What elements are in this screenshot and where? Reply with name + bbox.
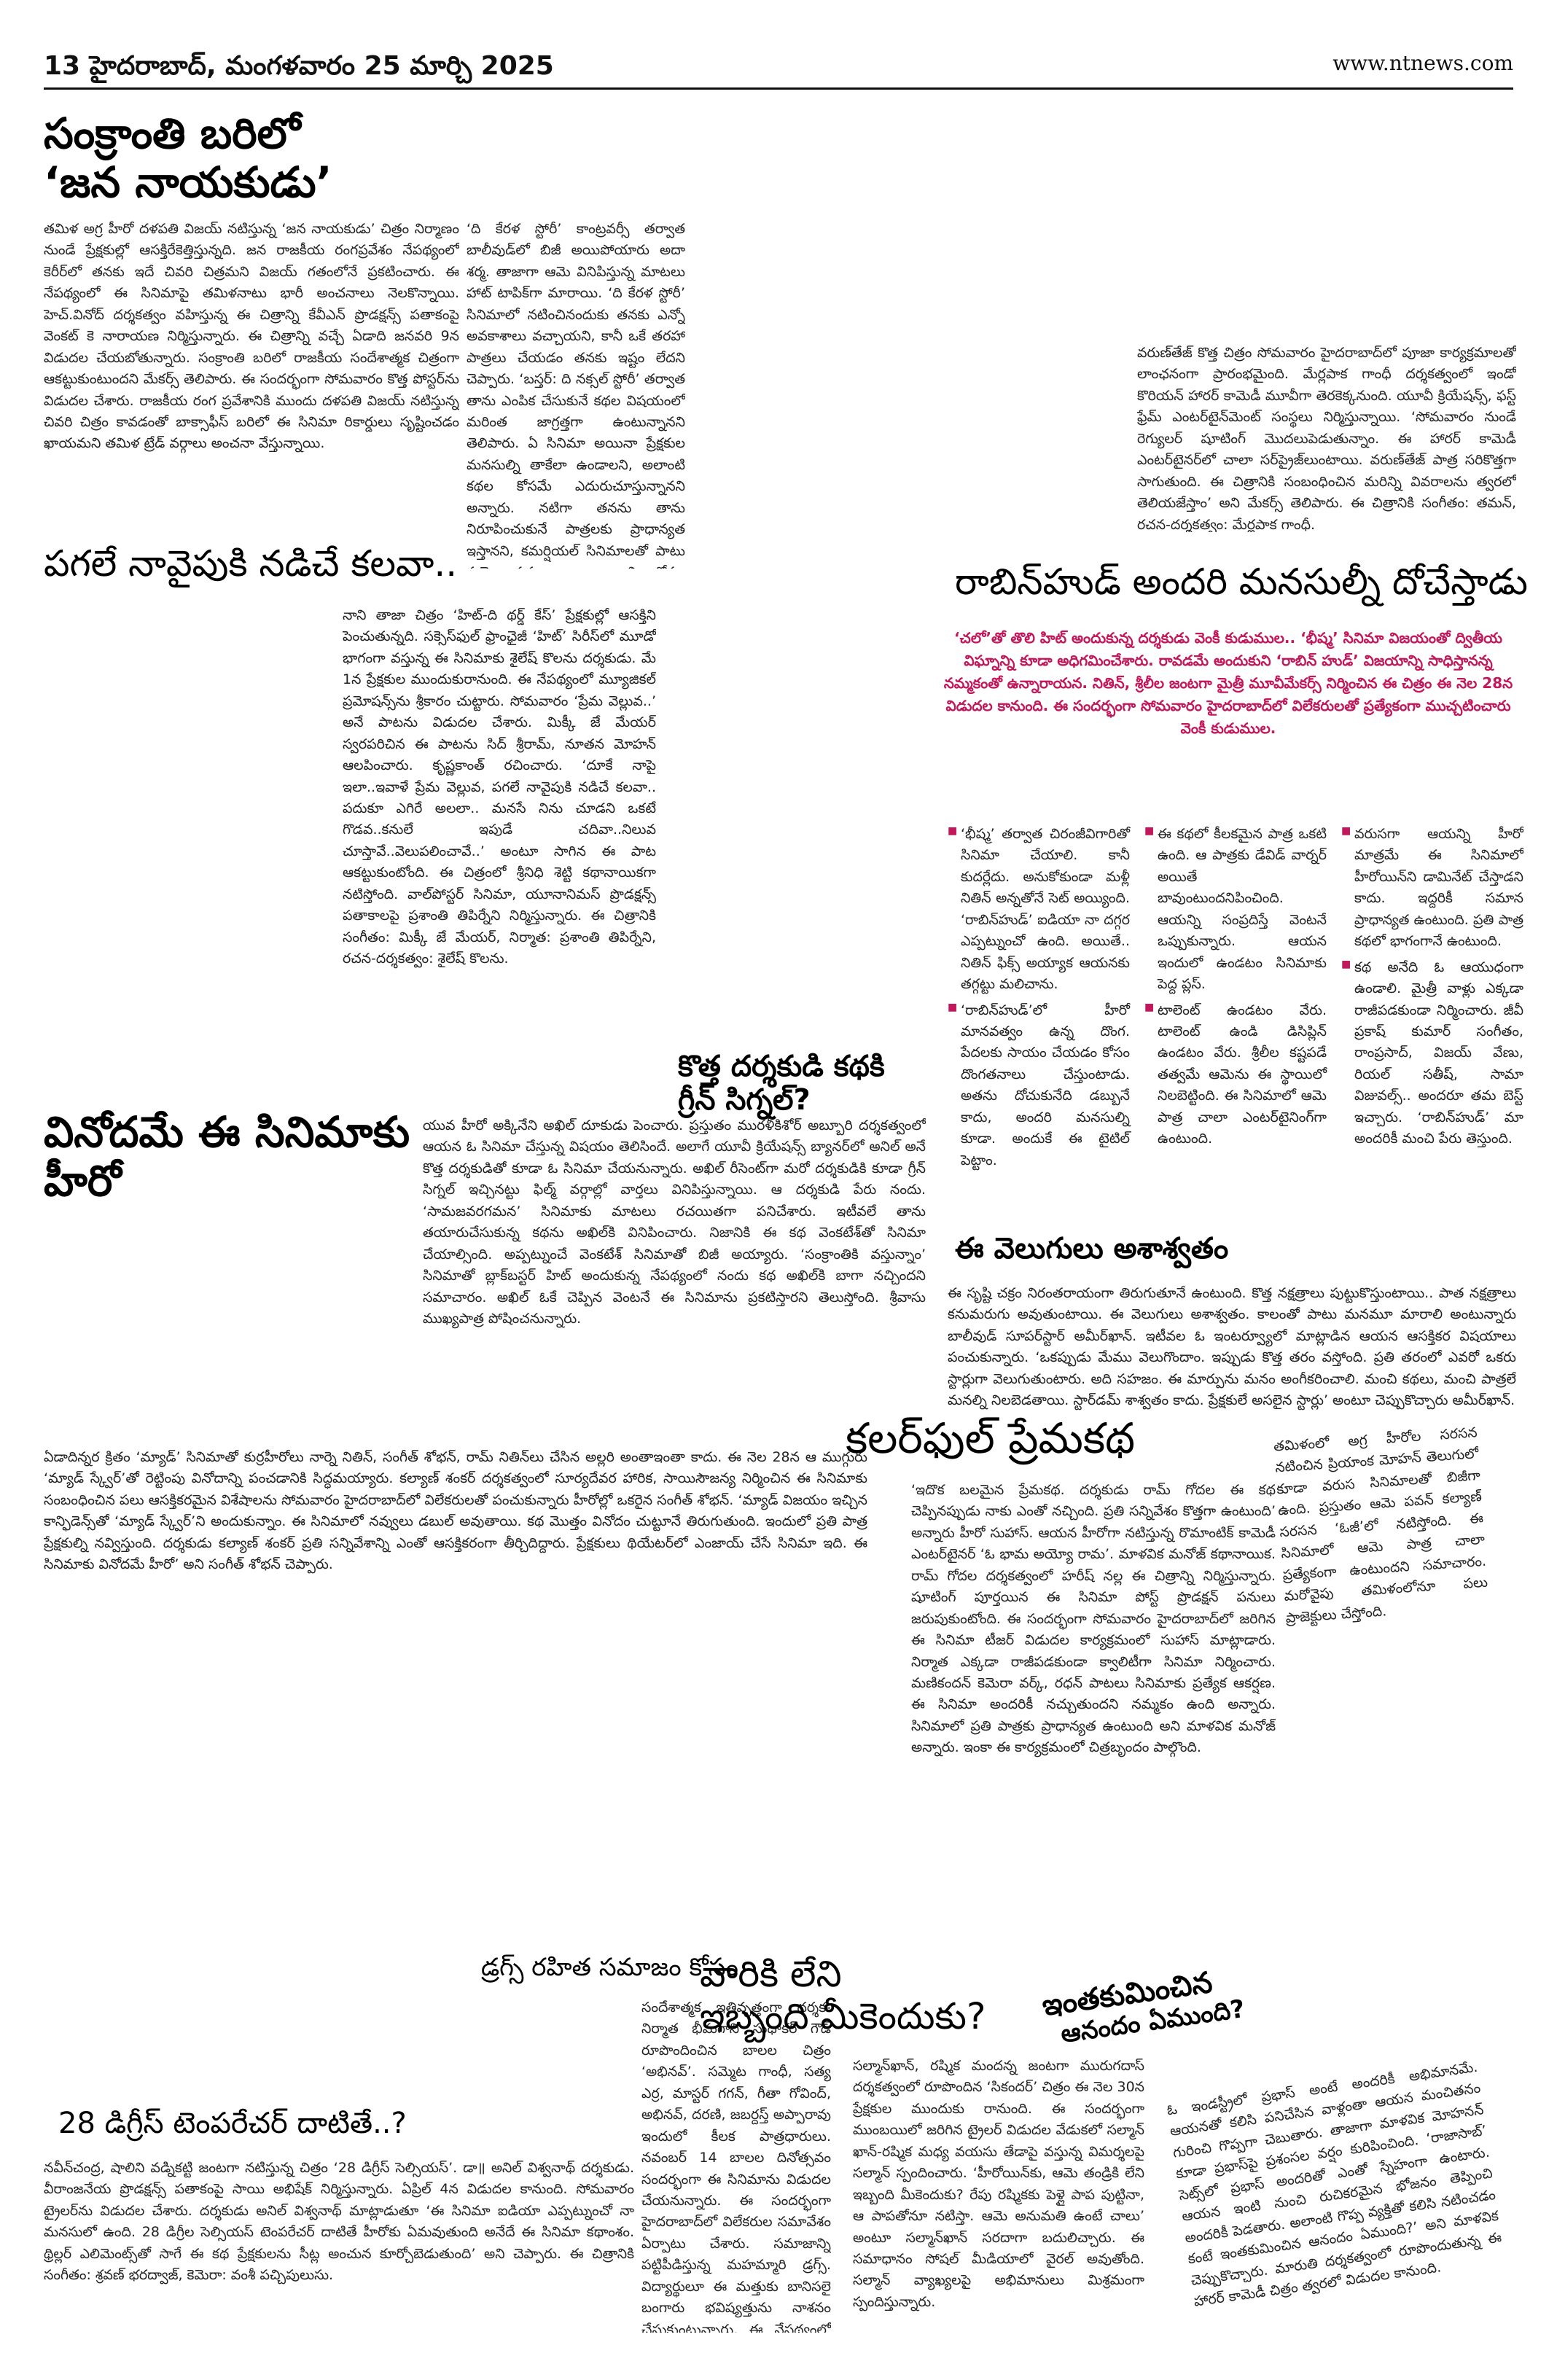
sankranti-headline: సంక్రాంతి బరిలో ‘జన నాయకుడు’: [44, 109, 332, 207]
pagale-headline: పగలే నావైపుకి నడిచే కలవా..: [44, 542, 458, 585]
horror-body: వరుణ్‌తేజ్ కొత్త చిత్రం సోమవారం హైదరాబాద…: [1137, 345, 1516, 532]
header-rule: [44, 87, 1513, 90]
pagale-body: నాని తాజా చిత్రం ‘హిట్-ది థర్డ్ కేస్’ ప్…: [343, 607, 656, 967]
robinhood-point: ‘రాబిన్‌హుడ్’లో హీరో మానవత్వం ఉన్న దొంగ.…: [948, 1000, 1130, 1172]
rotated-side-body: తమిళంలో అగ్ర హీరోల సరసన నటించిన ప్రియాంక…: [1273, 1424, 1488, 1626]
robinhood-headline: రాబిన్‌హుడ్ అందరి మనసుల్నీ దోచేస్తాడు: [955, 561, 1528, 603]
robinhood-intro: ‘చలో’తో తొలి హిట్ అందుకున్న దర్శకుడు వెం…: [943, 629, 1513, 737]
kerala-story-body: ‘ది కేరళ స్టోరీ’ కాంట్రవర్సీ తర్వాత బాలీ…: [467, 221, 685, 569]
colorful-headline: కలర్‌ఫుల్ ప్రేమకథ: [846, 1413, 1136, 1463]
velugulu-body: ఈ సృష్టి చక్రం నిరంతరాయంగా తిరుగుతూనే ఉం…: [948, 1285, 1516, 1409]
robinhood-point: ‘భీష్మ’ తర్వాత చిరంజీవిగారితో సినిమా చేయ…: [948, 824, 1130, 996]
kottha-headline: కొత్త దర్శకుడి కథకి గ్రీన్ సిగ్నల్?: [678, 1050, 885, 1117]
degrees28-headline: 28 డిగ్రీస్ టెంపరేచర్ దాటితే..?: [58, 2107, 407, 2140]
robinhood-point: వరుసగా ఆయన్ని హీరో మాత్రమే ఈ సినిమాలో హీ…: [1341, 824, 1523, 953]
vinodame-body: ఏడాదిన్నర క్రితం ‘మ్యాడ్’ సినిమాతో కుర్ర…: [44, 1449, 867, 1573]
vaariki-body: సల్మాన్‌ఖాన్, రష్మిక మందన్న జంటగా మురుగద…: [853, 2058, 1144, 2310]
sankranti-body: తమిళ అగ్ర హీరో దళపతి విజయ్ నటిస్తున్న ‘జ…: [44, 221, 459, 452]
inthakuminchina-body: ఓ ఇండస్ట్రీలో ప్రభాస్ అంటే అందరికీ అభిమా…: [1166, 2059, 1503, 2310]
robinhood-point: టాలెంట్ ఉండటం వేరు. టాలెంట్ ఉండి డిసిప్ల…: [1144, 1000, 1327, 1150]
website-url[interactable]: www.ntnews.com: [1332, 51, 1513, 75]
drugs-headline: డ్రగ్స్ రహిత సమాజం కోసం: [481, 1953, 738, 1982]
robinhood-point: ఈ కథలో కీలకమైన పాత్ర ఒకటి ఉంది. ఆ పాత్రక…: [1144, 824, 1327, 996]
kottha-body: యువ హీరో అక్కినేని అఖిల్ దూకుడు పెంచారు.…: [423, 1117, 926, 1327]
vaariki-headline: వారికి లేని ఇబ్బంది మీకెందుకు?: [700, 1953, 986, 2037]
vinodame-headline: వినోదమే ఈ సినిమాకు హీరో: [44, 1107, 410, 1206]
inthakuminchina-headline: ఇంతకుమించిన ఆనందం ఏముంది?: [1039, 1965, 1247, 2049]
colorful-body: ‘ఇదొక బలమైన ప్రేమకథ. దర్శకుడు రామ్ గోదల …: [911, 1482, 1276, 1756]
degrees28-body: నవీన్‌చంద్ర, షాలిని వడ్నికట్టి జంటగా నటి…: [44, 2160, 634, 2284]
page-info: 13 హైదరాబాద్, మంగళవారం 25 మార్చి 2025: [44, 51, 554, 81]
velugulu-headline: ఈ వెలుగులు అశాశ్వతం: [955, 1232, 1229, 1265]
robinhood-body: ‘భీష్మ’ తర్వాత చిరంజీవిగారితో సినిమా చేయ…: [948, 824, 1523, 1217]
drugs-body: సందేశాత్మక ఇతివృత్తంగా దర్శక-నిర్మాత భీమ…: [641, 1999, 831, 2333]
robinhood-point: కథ అనేది ఓ ఆయుధంగా ఉండాలి. మైత్రీ వాళ్లు…: [1341, 957, 1523, 1150]
